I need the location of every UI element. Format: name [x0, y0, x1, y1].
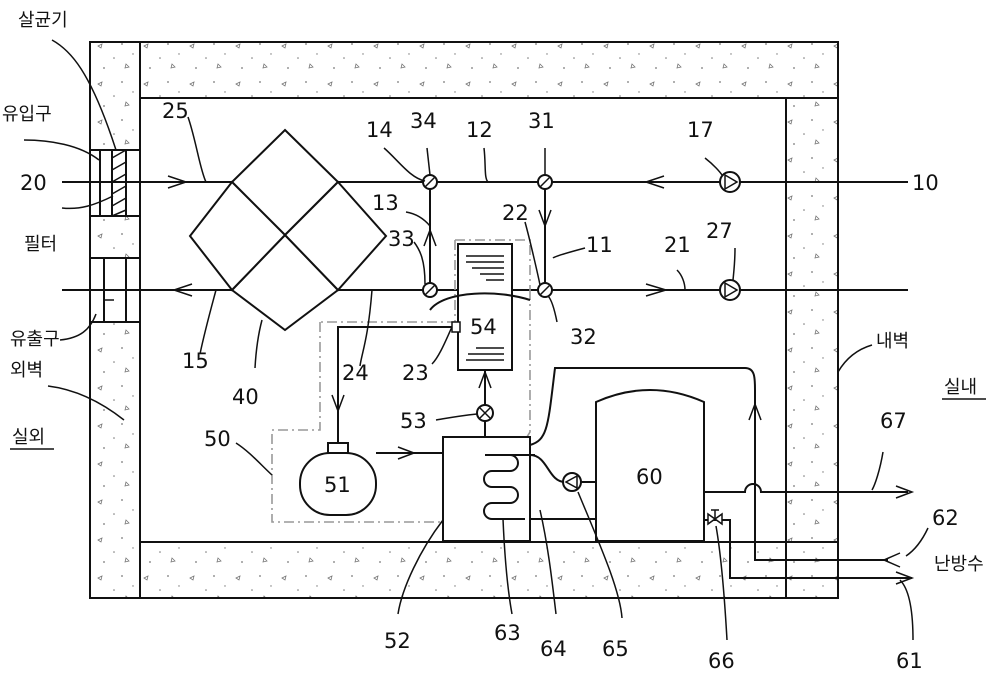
label-sterilizer: 살균기 [18, 10, 68, 31]
ref-61: 61 [896, 649, 923, 673]
ref-50: 50 [204, 427, 231, 451]
ref-51: 51 [324, 473, 351, 497]
condenser-52 [443, 437, 535, 541]
ref-63: 63 [494, 621, 521, 645]
label-outer-wall: 외벽 [10, 360, 43, 381]
ref-31: 31 [528, 109, 555, 133]
damper-32 [538, 283, 552, 297]
exhaust-fan-27 [720, 280, 740, 300]
ref-66: 66 [708, 649, 735, 673]
ref-62: 62 [932, 506, 959, 530]
ref-22: 22 [502, 201, 529, 225]
ref-65: 65 [602, 637, 629, 661]
ref-67: 67 [880, 409, 907, 433]
ref-14: 14 [366, 118, 393, 142]
inner-wall [786, 98, 838, 542]
ref-40: 40 [232, 385, 259, 409]
supply-fan-17 [720, 172, 740, 192]
ref-20: 20 [20, 171, 47, 195]
label-outlet: 유출구 [10, 329, 60, 350]
ref-60: 60 [636, 465, 663, 489]
ref-52: 52 [384, 629, 411, 653]
label-inlet: 유입구 [2, 104, 52, 125]
label-heating-water: 난방수 [934, 554, 984, 575]
ref-11: 11 [586, 233, 613, 257]
ref-24: 24 [342, 361, 369, 385]
ref-13: 13 [372, 191, 399, 215]
ref-33: 33 [388, 227, 415, 251]
label-outdoor: 실외 [12, 427, 45, 448]
ref-25: 25 [162, 99, 189, 123]
ref-54: 54 [470, 315, 497, 339]
ref-23: 23 [402, 361, 429, 385]
ref-27: 27 [706, 219, 733, 243]
ref-53: 53 [400, 409, 427, 433]
ref-64: 64 [540, 637, 567, 661]
ref-10: 10 [912, 171, 939, 195]
ref-17: 17 [687, 118, 714, 142]
ref-12: 12 [466, 118, 493, 142]
label-inner-wall: 내벽 [876, 331, 909, 352]
damper-31 [538, 175, 552, 189]
damper-34 [423, 175, 437, 189]
damper-33 [423, 283, 437, 297]
ref-21: 21 [664, 233, 691, 257]
label-indoor: 실내 [944, 377, 977, 398]
ref-34: 34 [410, 109, 437, 133]
ref-32: 32 [570, 325, 597, 349]
ref-15: 15 [182, 349, 209, 373]
label-filter: 필터 [24, 234, 57, 255]
expansion-valve-53 [477, 405, 493, 421]
